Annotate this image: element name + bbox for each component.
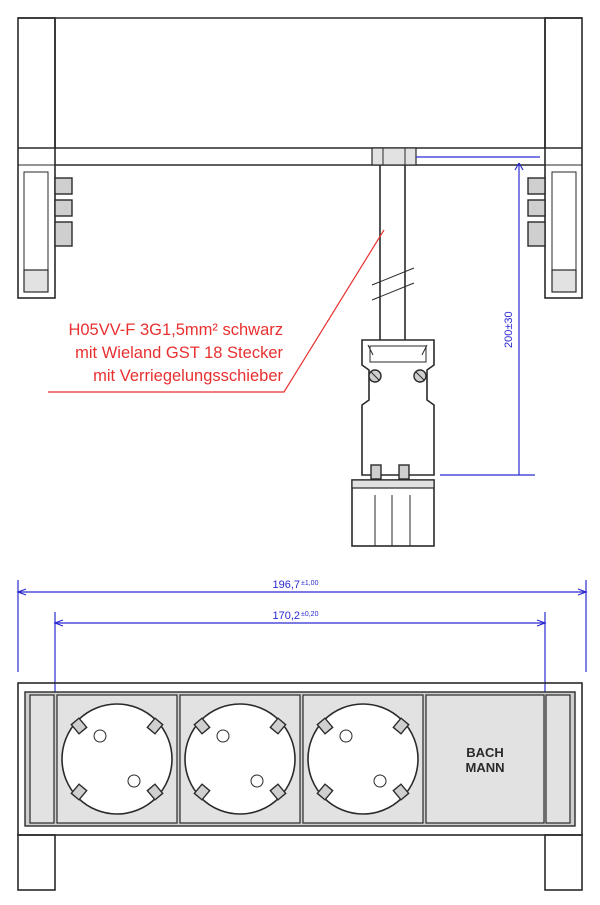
brand-logo-line-1: BACH: [466, 745, 504, 760]
cable-callout: H05VV-F 3G1,5mm² schwarz mit Wieland GST…: [48, 229, 385, 393]
callout-line-2: mit Wieland GST 18 Stecker: [75, 344, 283, 362]
socket-module-1: [56, 694, 178, 824]
right-end-cap: [527, 17, 583, 299]
left-end-cap: [17, 17, 73, 299]
overall-width-value: 196,7: [272, 579, 300, 591]
overall-width-dimension: 196,7 ±1,00: [16, 579, 588, 672]
brand-logo-line-2: MANN: [466, 760, 505, 775]
left-leg: [17, 834, 56, 891]
inner-width-dimension: 170,2 ±0,20: [53, 610, 547, 692]
cable: [371, 165, 415, 340]
front-view: 196,7 ±1,00 170,2 ±0,20: [16, 579, 588, 891]
right-end-cap-front: [545, 694, 571, 824]
gst18-connector: [351, 339, 435, 547]
cable-gland: [371, 147, 417, 166]
socket-module-2: [179, 694, 301, 824]
callout-line-3: mit Verriegelungsschieber: [93, 367, 283, 385]
socket-module-3: [302, 694, 424, 824]
brand-module: BACH MANN: [425, 694, 545, 824]
inner-width-value: 170,2: [272, 610, 300, 622]
top-view: 200±30 H05VV-F 3G1,5mm² schwarz mit Wiel…: [17, 17, 583, 547]
overall-width-tolerance: ±1,00: [301, 580, 319, 587]
right-leg: [544, 834, 583, 891]
cable-length-label: 200±30: [503, 311, 515, 348]
housing-top: [18, 17, 582, 166]
left-end-cap-front: [29, 694, 55, 824]
cable-length-dimension: 200±30: [416, 156, 540, 476]
callout-line-1: H05VV-F 3G1,5mm² schwarz: [68, 321, 283, 339]
inner-width-tolerance: ±0,20: [301, 611, 319, 618]
